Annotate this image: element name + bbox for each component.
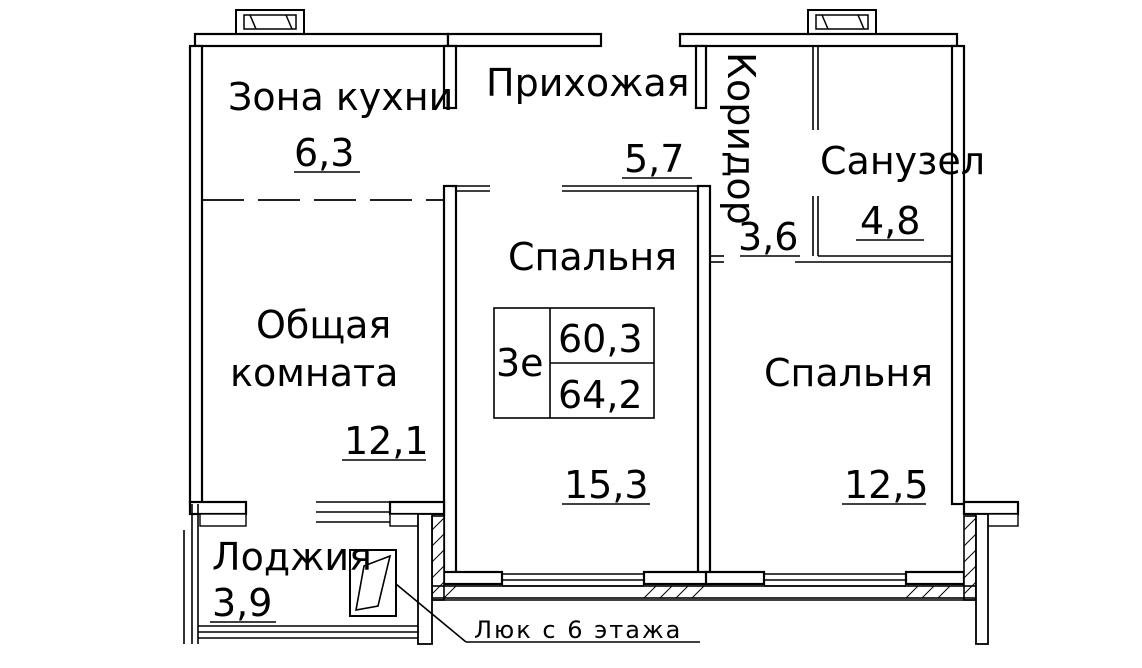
bottom-wall-segment-3 bbox=[704, 570, 766, 586]
bathroom-area: 4,8 bbox=[860, 199, 920, 243]
loggia-area: 3,9 bbox=[212, 581, 272, 625]
bedroom1-name: Спальня bbox=[508, 235, 677, 279]
total-area: 64,2 bbox=[558, 373, 643, 417]
right-balcony-stub bbox=[962, 500, 1020, 516]
hatch-note: Люк с 6 этажа bbox=[474, 616, 682, 644]
living-area: 12,1 bbox=[344, 419, 429, 463]
bottom-wall-segment-1 bbox=[442, 570, 504, 586]
loggia-hatch-left bbox=[199, 513, 247, 527]
vent-icon-right bbox=[807, 9, 877, 35]
living-name-line2: комната bbox=[230, 351, 398, 395]
corridor-partition-top bbox=[694, 44, 708, 110]
living-area-total: 60,3 bbox=[558, 317, 643, 361]
hallway-name: Прихожая bbox=[486, 61, 690, 105]
hatch-leader-line bbox=[395, 583, 467, 643]
window-bedroom2 bbox=[764, 573, 906, 587]
hatch-icon bbox=[349, 549, 397, 617]
loggia-name: Лоджия bbox=[212, 535, 372, 579]
area-underlines bbox=[210, 171, 926, 623]
top-wall-right bbox=[678, 32, 959, 48]
bedroom1-left-wall bbox=[442, 184, 458, 580]
top-wall-left bbox=[193, 32, 450, 48]
bedroom2-area: 12,5 bbox=[844, 463, 929, 507]
vent-icon-left bbox=[235, 9, 305, 35]
apartment-type: 3е bbox=[496, 341, 544, 385]
kitchen-partition bbox=[442, 44, 458, 110]
living-name-line1: Общая bbox=[256, 303, 391, 347]
left-outer-wall bbox=[188, 44, 204, 506]
top-wall-middle bbox=[446, 32, 603, 48]
apartment-summary-box bbox=[493, 307, 655, 419]
bedroom2-name: Спальня bbox=[764, 351, 933, 395]
hallway-area: 5,7 bbox=[624, 137, 684, 181]
kitchen-name: Зона кухни bbox=[228, 75, 453, 119]
window-bedroom1 bbox=[502, 573, 644, 587]
loggia-right-wall bbox=[417, 513, 433, 645]
corridor-name: Коридор bbox=[719, 52, 763, 225]
kitchen-area: 6,3 bbox=[294, 131, 354, 175]
bedroom1-area: 15,3 bbox=[564, 463, 649, 507]
outer-insulation-bottom bbox=[431, 585, 977, 599]
right-outer-wall bbox=[950, 44, 966, 506]
corridor-area: 3,6 bbox=[738, 215, 798, 259]
loggia-door bbox=[316, 501, 390, 523]
bottom-wall-segment-4 bbox=[904, 570, 966, 586]
bedroom-divider-wall bbox=[696, 184, 712, 580]
insulation-hatch bbox=[431, 517, 977, 599]
bottom-wall-segment-2 bbox=[642, 570, 712, 586]
loggia-wall-right bbox=[388, 500, 446, 516]
right-balcony-wall bbox=[975, 513, 989, 645]
bathroom-name: Санузел bbox=[820, 139, 985, 183]
